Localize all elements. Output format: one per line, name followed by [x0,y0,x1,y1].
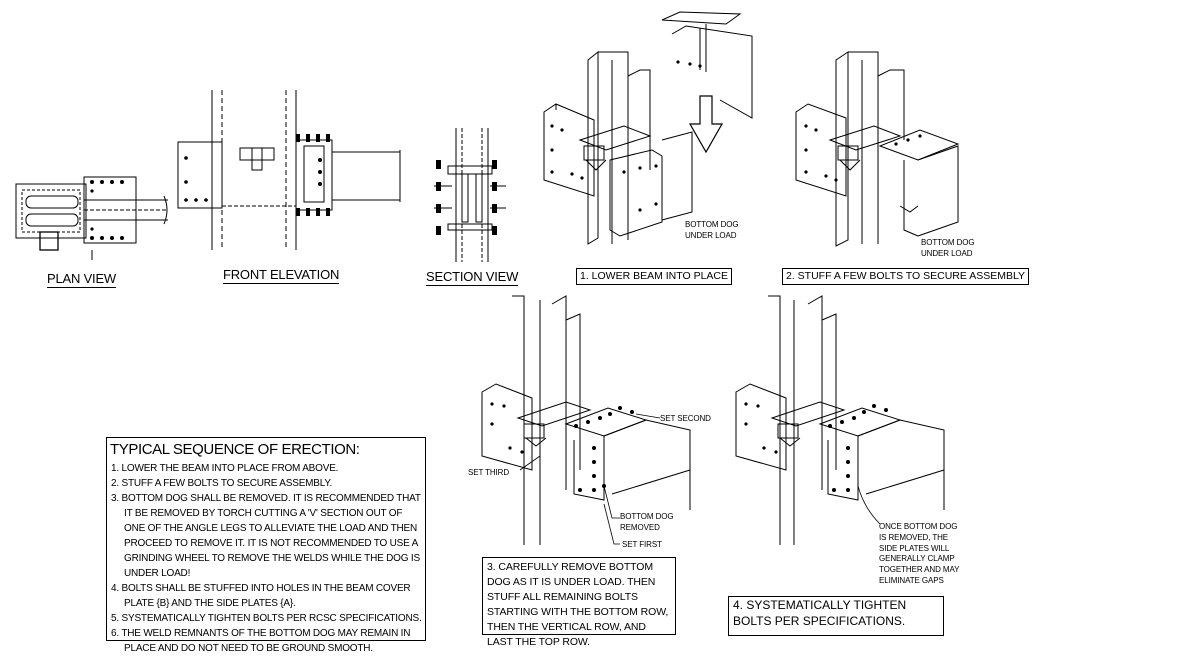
sequence-item: 2. STUFF A FEW BOLTS TO SECURE ASSEMBLY. [111,478,333,489]
plan-view-drawing [15,176,168,260]
sequence-item: 5. SYSTEMATICALLY TIGHTEN BOLTS PER RCSC… [111,613,422,624]
plan-view-label: PLAN VIEW [47,271,116,288]
callout-set-third: SET THIRD [468,468,510,477]
step3-caption-box: 3. CAREFULLY REMOVE BOTTOM DOG AS IT IS … [482,557,676,648]
callout-set-first: SET FIRST [622,540,662,549]
sequence-list: 1. LOWER THE BEAM INTO PLACE FROM ABOVE.… [107,461,425,656]
sequence-notes-box: TYPICAL SEQUENCE OF ERECTION: 1. LOWER T… [106,437,426,654]
step4-isometric-drawing [735,295,945,545]
sequence-title: TYPICAL SEQUENCE OF ERECTION: [110,441,360,458]
step4-caption: 4. SYSTEMATICALLY TIGHTEN BOLTS PER SPEC… [733,598,907,628]
callout-once-removed: ONCE BOTTOM DOG IS REMOVED, THE SIDE PLA… [879,522,960,585]
step3-caption: 3. CAREFULLY REMOVE BOTTOM DOG AS IT IS … [487,561,669,648]
sequence-item: 6. THE WELD REMNANTS OF THE BOTTOM DOG M… [111,628,411,654]
step1-label: 1. LOWER BEAM INTO PLACE [576,268,733,285]
step3-isometric-drawing [481,295,691,545]
callout-bottom-dog-under-load-2: BOTTOM DOG UNDER LOAD [921,238,975,258]
step2-isometric-drawing [795,51,960,247]
callout-bottom-dog-under-load-1: BOTTOM DOG UNDER LOAD [685,220,739,240]
section-view-label: SECTION VIEW [426,269,519,286]
step1-isometric-drawing [543,11,753,245]
step4-caption-box: 4. SYSTEMATICALLY TIGHTEN BOLTS PER SPEC… [728,596,944,636]
sequence-item: 4. BOLTS SHALL BE STUFFED INTO HOLES IN … [111,583,411,609]
sequence-item: 1. LOWER THE BEAM INTO PLACE FROM ABOVE. [111,463,339,474]
sequence-item: 3. BOTTOM DOG SHALL BE REMOVED. IT IS RE… [111,493,421,579]
front-elevation-label: FRONT ELEVATION [223,267,340,284]
callout-bottom-dog-removed: BOTTOM DOG REMOVED [620,512,674,532]
section-view-drawing [434,128,506,262]
front-elevation-drawing [177,90,401,250]
step2-label: 2. STUFF A FEW BOLTS TO SECURE ASSEMBLY [782,268,1030,285]
callout-set-second: SET SECOND [660,414,711,423]
